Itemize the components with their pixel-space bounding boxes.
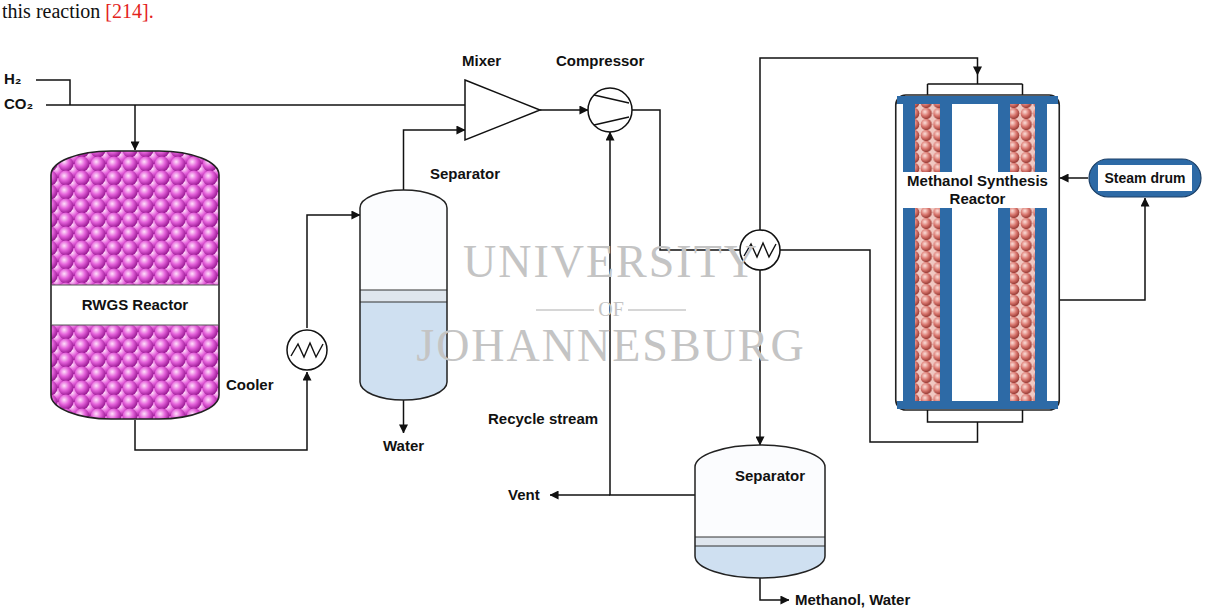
- steam-drum: Steam drum: [1088, 158, 1202, 198]
- node-outline: [895, 75, 1060, 430]
- node-label: Mixer: [462, 52, 501, 70]
- node-label: Separator: [430, 165, 500, 183]
- product-outlet-line: [760, 578, 789, 600]
- node-shape: [896, 75, 1060, 430]
- node-outline: [50, 150, 220, 420]
- separator-vessel: Separator: [695, 445, 825, 578]
- flow-line: [1060, 198, 1145, 300]
- node-label: RWGS Reactor: [82, 296, 188, 314]
- stream-label: Water: [383, 437, 424, 454]
- stream-label: Vent: [508, 486, 540, 503]
- rwgs-reactor: RWGS Reactor: [50, 150, 220, 420]
- watermark: UNIVERSITY: [463, 236, 759, 289]
- flow-line: [540, 109, 588, 111]
- reference-number: [214].: [105, 0, 153, 23]
- compressor-symbol: Compressor: [556, 52, 664, 134]
- node-shape: [588, 88, 632, 132]
- edge-label: Recycle stream: [486, 410, 600, 428]
- node-shape: [50, 150, 220, 420]
- node-shape: [465, 80, 540, 140]
- body-text: this reaction: [2, 0, 100, 23]
- vent-line: [550, 494, 610, 496]
- methanol-reactor: Methanol Synthesis Reactor: [895, 75, 1060, 430]
- watermark: JOHANNESBURG: [416, 320, 805, 373]
- node-label: Cooler: [226, 376, 274, 394]
- node-label: Steam drum: [1105, 169, 1186, 187]
- node-shape: [287, 330, 327, 370]
- rwgs-feed-branch: [134, 105, 136, 150]
- flow-line: [1060, 177, 1088, 179]
- stream-label: Methanol, Water: [795, 591, 910, 608]
- stream-label: H₂: [4, 70, 22, 87]
- node-shape: [1089, 159, 1201, 197]
- watermark: OF: [598, 298, 624, 321]
- flow-line: [307, 215, 360, 328]
- node-label: Separator: [735, 467, 805, 485]
- node-label: Compressor: [556, 52, 644, 70]
- node-shape: [695, 445, 825, 578]
- co2-feed-line: [46, 104, 465, 106]
- node-outline: [695, 445, 825, 578]
- cooler-exchanger: Cooler: [226, 326, 330, 400]
- node-label: Methanol Synthesis Reactor: [902, 172, 1053, 208]
- mixer-symbol: Mixer: [462, 52, 546, 144]
- h2-feed-line: [36, 80, 70, 105]
- stream-label: CO₂: [4, 95, 33, 112]
- water-outlet-line: [403, 400, 405, 433]
